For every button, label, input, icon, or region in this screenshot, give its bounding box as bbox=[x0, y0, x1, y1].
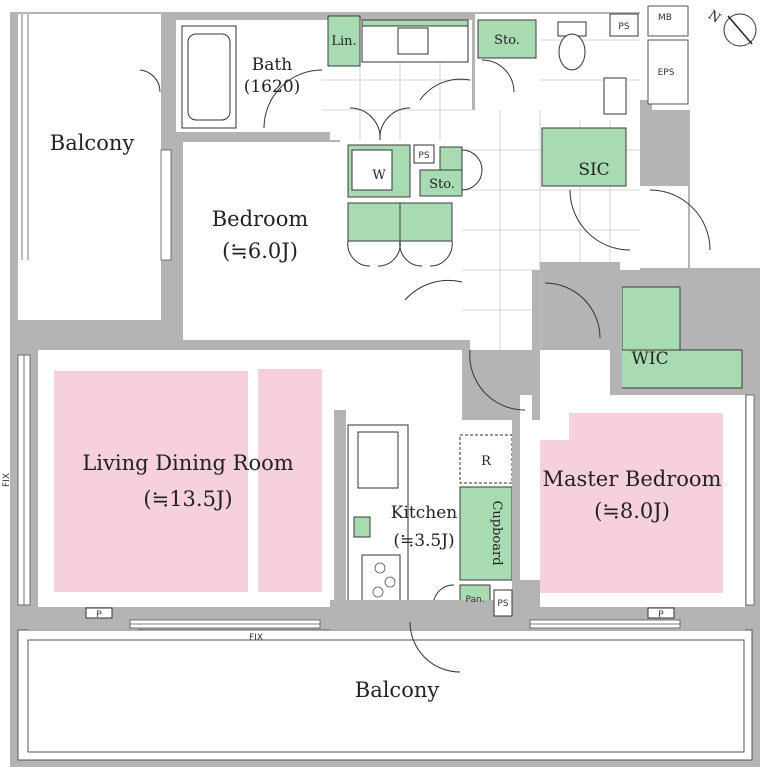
balcony-top-floor bbox=[18, 14, 161, 320]
ps-top-label: PS bbox=[618, 22, 629, 32]
storage-mid-label: Sto. bbox=[429, 177, 455, 192]
balcony-bottom-label: Balcony bbox=[355, 678, 440, 702]
hallway bbox=[322, 39, 640, 350]
bedroom-label: Bedroom bbox=[212, 207, 309, 231]
door-swings bbox=[139, 59, 711, 673]
mb-label: MB bbox=[658, 13, 672, 23]
eps-label: EPS bbox=[658, 68, 675, 78]
ldk-highlight-b bbox=[258, 369, 322, 592]
linen-label: Lin. bbox=[331, 34, 356, 49]
bath-label: Bath bbox=[252, 55, 292, 75]
p-right-label: P bbox=[658, 610, 664, 620]
shafts bbox=[85, 5, 689, 619]
kitchen-counter bbox=[347, 424, 409, 606]
entrance bbox=[640, 186, 688, 268]
windows bbox=[17, 149, 755, 629]
washer-label: W bbox=[372, 168, 386, 183]
kitchen-label: Kitchen bbox=[391, 503, 457, 523]
p-left-label: P bbox=[96, 610, 102, 620]
ps-mid-label: PS bbox=[418, 151, 429, 161]
ldk-label: Living Dining Room bbox=[82, 451, 293, 475]
pantry-label: Pan. bbox=[465, 595, 484, 605]
fix-bottom-label: FIX bbox=[249, 633, 263, 643]
toilet bbox=[351, 21, 627, 191]
ps-kitchen-label: PS bbox=[497, 599, 508, 609]
wic-label: WIC bbox=[631, 349, 668, 369]
ldk-highlight-a bbox=[54, 371, 248, 592]
master-highlight bbox=[540, 413, 723, 593]
compass-icon bbox=[723, 13, 757, 47]
cupboard-label: Cupboard bbox=[489, 500, 504, 565]
fix-left-label: FIX bbox=[2, 473, 12, 487]
bath-size-label: (1620) bbox=[244, 77, 301, 97]
sic-label: SIC bbox=[578, 160, 609, 180]
bedroom-size-label: (≒6.0J) bbox=[222, 239, 298, 263]
compass-north-label: N bbox=[705, 8, 723, 27]
master-bedroom-size-label: (≒8.0J) bbox=[594, 499, 670, 523]
storage-top-label: Sto. bbox=[494, 33, 520, 48]
balcony-top-label: Balcony bbox=[50, 131, 135, 155]
kitchen-size-label: (≒3.5J) bbox=[393, 531, 454, 551]
ldk-size-label: (≒13.5J) bbox=[143, 487, 232, 511]
fridge-label: R bbox=[481, 454, 492, 469]
master-bedroom-label: Master Bedroom bbox=[543, 467, 722, 491]
storage-blocks bbox=[327, 15, 743, 611]
